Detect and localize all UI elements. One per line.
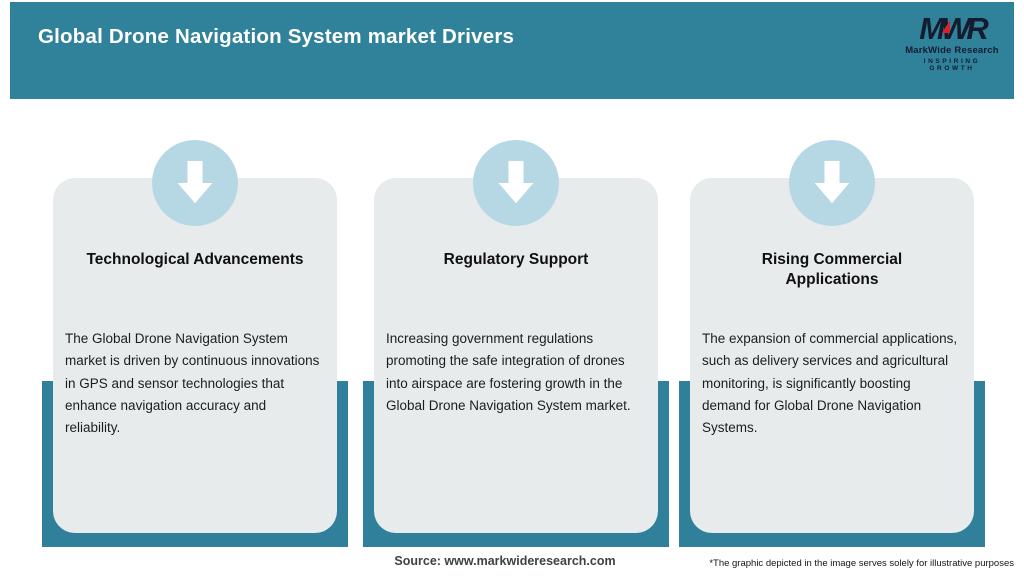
- page-title: Global Drone Navigation System market Dr…: [38, 25, 515, 48]
- disclaimer-text: *The graphic depicted in the image serve…: [709, 558, 1014, 569]
- markwide-research-logo: MWR MarkWide Research INSPIRING GROWTH: [902, 13, 1002, 72]
- card-body-text: Increasing government regulations promot…: [386, 331, 631, 413]
- down-arrow-icon: [789, 140, 875, 226]
- card-title: Technological Advancements: [86, 251, 304, 268]
- driver-card-technological-advancements: Technological Advancements The Global Dr…: [53, 178, 337, 533]
- logo-name: MarkWide Research: [905, 45, 999, 56]
- driver-card-regulatory-support: Regulatory Support Increasing government…: [374, 178, 658, 533]
- header-bar: Global Drone Navigation System market Dr…: [10, 2, 1014, 99]
- logo-tagline: INSPIRING GROWTH: [923, 58, 981, 72]
- driver-card-rising-commercial-applications: Rising Commercial Applications The expan…: [690, 178, 974, 533]
- down-arrow-icon: [152, 140, 238, 226]
- card-body-text: The expansion of commercial applications…: [702, 331, 958, 436]
- card-title: Rising Commercial Applications: [761, 251, 903, 288]
- card-body-text: The Global Drone Navigation System marke…: [65, 331, 320, 436]
- logo-acronym: MWR: [919, 11, 989, 46]
- card-title: Regulatory Support: [443, 251, 589, 268]
- source-text: Source: www.markwideresearch.com: [394, 554, 616, 568]
- down-arrow-icon: [473, 140, 559, 226]
